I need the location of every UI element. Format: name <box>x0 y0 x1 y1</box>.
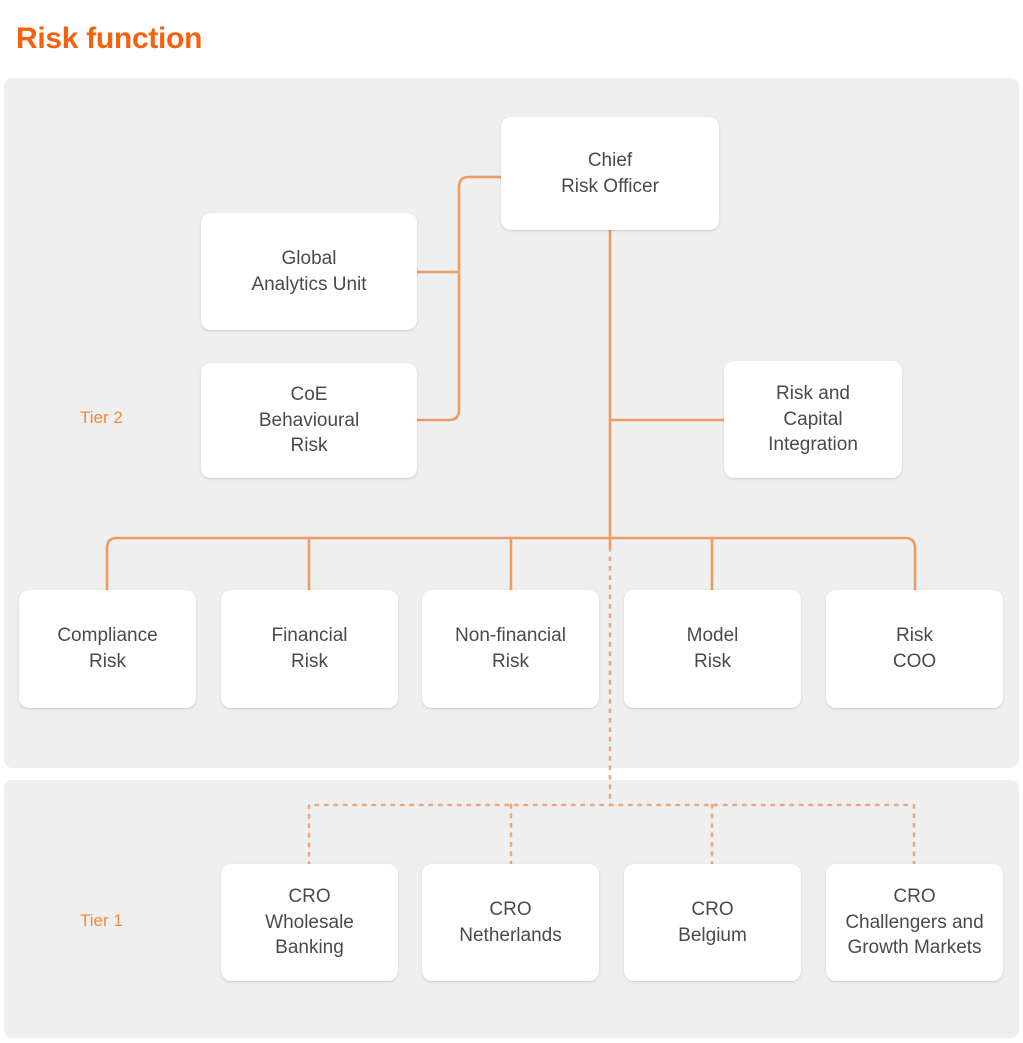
node-risk-coo[interactable]: Risk COO <box>826 590 1003 708</box>
node-cro-wholesale-banking[interactable]: CRO Wholesale Banking <box>221 864 398 981</box>
node-label: CRO Wholesale Banking <box>265 885 354 959</box>
tier-1-label: Tier 1 <box>80 911 123 930</box>
node-global-analytics-unit[interactable]: Global Analytics Unit <box>201 213 417 330</box>
node-cro-belgium[interactable]: CRO Belgium <box>624 864 801 981</box>
page-title: Risk function <box>16 22 203 55</box>
node-label: Non-financial Risk <box>455 625 566 672</box>
node-label: CRO Challengers and Growth Markets <box>845 885 984 959</box>
node-label: Financial Risk <box>271 625 348 672</box>
node-non-financial-risk[interactable]: Non-financial Risk <box>422 590 599 708</box>
node-financial-risk[interactable]: Financial Risk <box>221 590 398 708</box>
node-risk-and-capital-integration[interactable]: Risk and Capital Integration <box>724 361 902 478</box>
node-label: CRO Belgium <box>678 898 747 946</box>
node-label: CoE Behavioural Risk <box>258 383 360 457</box>
node-model-risk[interactable]: Model Risk <box>624 590 801 708</box>
node-cro-netherlands[interactable]: CRO Netherlands <box>422 864 599 981</box>
node-label: Risk COO <box>892 625 937 672</box>
node-chief-risk-officer[interactable]: Chief Risk Officer <box>501 117 719 230</box>
node-label: Model Risk <box>686 625 739 672</box>
node-cro-challengers-and-growth-markets[interactable]: CRO Challengers and Growth Markets <box>826 864 1003 981</box>
node-label: Compliance Risk <box>57 625 158 672</box>
node-label: Chief Risk Officer <box>561 149 659 197</box>
node-label: Global Analytics Unit <box>251 247 367 295</box>
node-compliance-risk[interactable]: Compliance Risk <box>19 590 196 708</box>
node-label: Risk and Capital Integration <box>768 382 858 456</box>
tier-2-label: Tier 2 <box>80 408 123 427</box>
node-label: CRO Netherlands <box>459 898 562 946</box>
node-coe-behavioural-risk[interactable]: CoE Behavioural Risk <box>201 363 417 478</box>
